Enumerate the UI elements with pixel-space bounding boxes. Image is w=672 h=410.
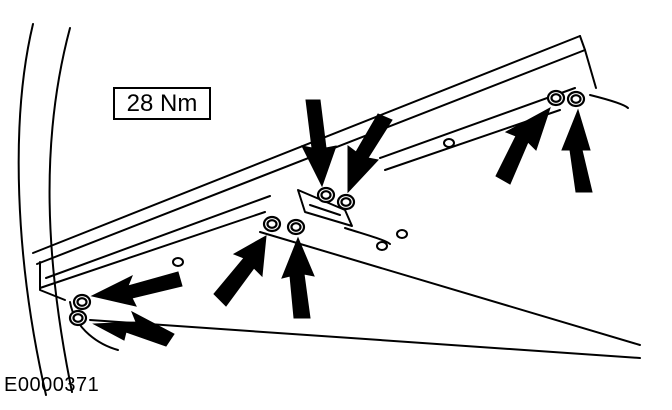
indicator-arrow [92,310,175,347]
torque-spec-text: 28 Nm [126,89,198,117]
indicator-arrow [301,99,337,188]
center-clip-detail [309,204,341,216]
door-frame-inner-curve [48,27,73,393]
sill-top-edge [32,35,581,254]
bolt-inner [76,297,88,307]
indicator-arrow [561,108,593,193]
floor-panel-line-2 [259,231,641,346]
sill-hole [172,257,184,267]
bolt-inner [266,219,278,229]
torque-spec-label: 28 Nm [113,87,211,120]
bolt-inner [290,222,302,232]
sill-lower-edge [379,87,576,159]
indicator-arrow [347,113,393,194]
sill-hole [376,241,388,251]
center-clip-outline [297,189,353,227]
sill-flange-line-2 [39,211,266,289]
bolt-inner [570,94,582,104]
rear-sill-curve [589,94,629,109]
indicator-arrow [281,236,315,319]
sill-end-edge [579,35,597,89]
door-frame-outer-curve [17,23,47,396]
clip-tab [344,227,391,245]
bolt-inner [340,197,352,207]
bolt-inner [320,190,332,200]
sill-flange-line [45,195,271,279]
left-corner-curve [69,301,119,351]
sill-hole [443,138,455,148]
indicator-arrow [213,235,267,307]
sill-hole [396,229,408,239]
indicator-arrow [495,106,551,185]
indicator-arrow [90,271,183,307]
floor-panel-edge [39,261,66,301]
bolt-inner [550,93,562,103]
figure-id-label: E0000371 [4,374,100,396]
bolt-inner [72,313,84,323]
floor-panel-line [89,319,641,359]
